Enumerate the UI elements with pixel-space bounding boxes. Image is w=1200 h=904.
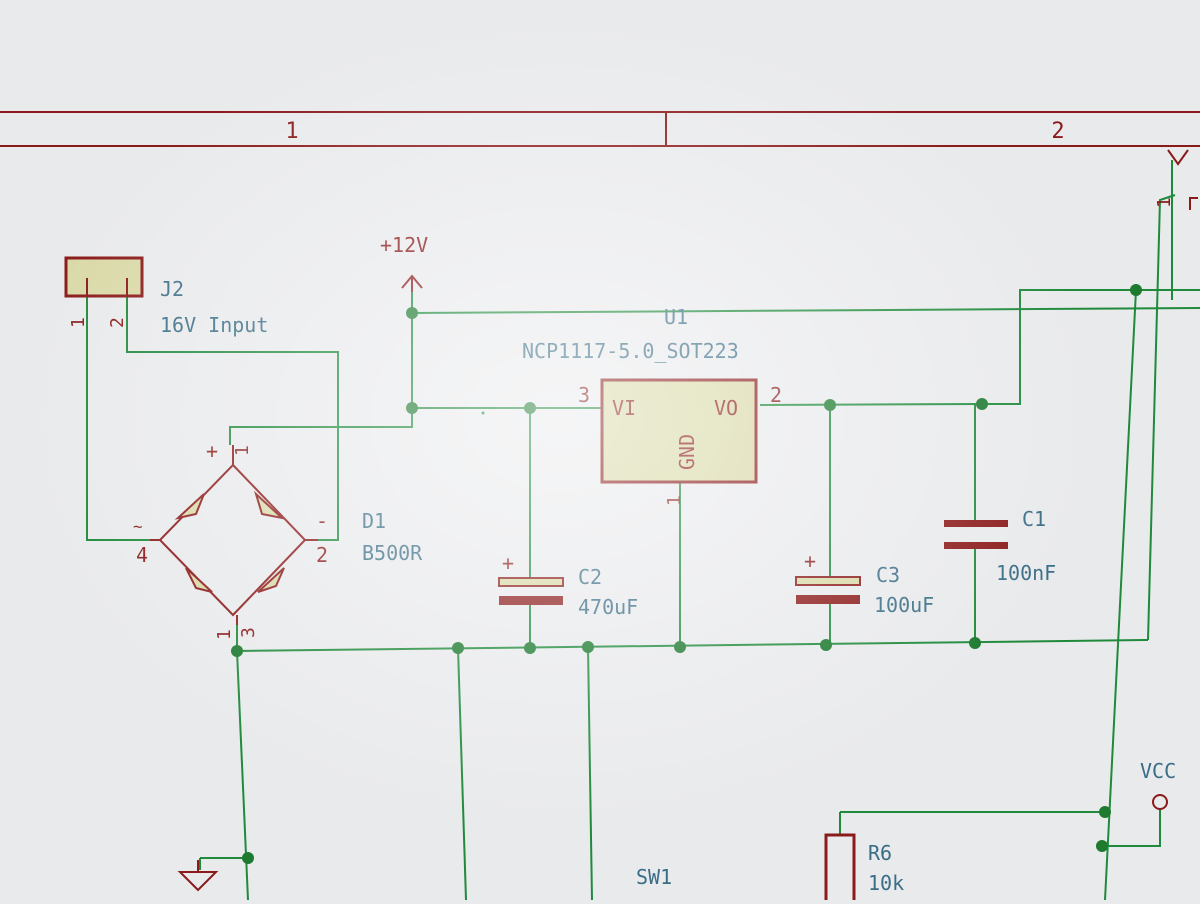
- capacitor-c1[interactable]: C1 100nF: [944, 507, 1056, 585]
- bridge-rectifier-d1[interactable]: + 1 - 2 ~ 4 1 3 D1 B500R: [133, 439, 423, 640]
- d1-value: B500R: [362, 541, 423, 565]
- junction-dot: [969, 637, 981, 649]
- connector-stub-right[interactable]: 1: [1154, 149, 1198, 210]
- junction-dot: [452, 642, 464, 654]
- u1-pin-gnd-label: GND: [675, 434, 699, 470]
- c2-value: 470uF: [578, 595, 638, 619]
- capacitor-c2[interactable]: + C2 470uF: [498, 551, 638, 619]
- diode-icon: [257, 567, 285, 593]
- junction-dot: [242, 852, 254, 864]
- diode-icon: [174, 493, 205, 520]
- switch-sw1[interactable]: SW1: [636, 865, 672, 889]
- d1-pin1-bottom-number: 1: [214, 629, 235, 640]
- d1-pin3-number: 3: [238, 627, 259, 638]
- junction-dot: [524, 402, 536, 414]
- ground-icon[interactable]: [177, 860, 219, 892]
- junction-dot: [406, 402, 418, 414]
- frame-zone-2: 2: [1051, 119, 1064, 144]
- connector-j2[interactable]: 1 2 J2 16V Input: [64, 256, 268, 337]
- sw1-reference: SW1: [636, 865, 672, 889]
- d1-pin1-number: 1: [232, 445, 253, 456]
- junction-dot: [1096, 840, 1108, 852]
- u1-value: NCP1117-5.0_SOT223: [522, 339, 739, 363]
- j2-reference: J2: [160, 277, 184, 301]
- junction-dot: [1130, 284, 1142, 296]
- d1-plus-label: +: [206, 439, 218, 463]
- junction-dot: [824, 399, 836, 411]
- power-label-12v: +12V: [380, 233, 428, 257]
- diode-icon: [253, 490, 286, 520]
- u1-pin3-number: 3: [578, 383, 590, 407]
- junction-dot: [976, 398, 988, 410]
- u1-pin-vi-label: VI: [612, 396, 636, 420]
- power-label-vcc: VCC: [1140, 759, 1176, 783]
- u1-pin-vo-label: VO: [714, 396, 738, 420]
- r6-reference: R6: [868, 841, 892, 865]
- right-conn-pin1-number: 1: [1154, 197, 1175, 208]
- c3-reference: C3: [876, 563, 900, 587]
- d1-reference: D1: [362, 509, 386, 533]
- c3-value: 100uF: [874, 593, 934, 617]
- regulator-u1[interactable]: U1 NCP1117-5.0_SOT223 VI VO GND 3 2 1: [522, 305, 782, 506]
- d1-pin4-number: 4: [136, 543, 148, 567]
- u1-reference: U1: [664, 305, 688, 329]
- frame-zone-1: 1: [285, 119, 298, 144]
- d1-pin2-number: 2: [316, 543, 328, 567]
- u1-pin1-number: 1: [664, 495, 685, 506]
- junction-dot: [582, 641, 594, 653]
- j2-value: 16V Input: [160, 313, 268, 337]
- c1-reference: C1: [1022, 507, 1046, 531]
- c2-reference: C2: [578, 565, 602, 589]
- power-symbol-vcc[interactable]: VCC: [1140, 759, 1176, 810]
- d1-minus-label: -: [316, 509, 328, 533]
- junction-dot: [231, 645, 243, 657]
- r6-value: 10k: [868, 871, 904, 895]
- junction-dot: [674, 641, 686, 653]
- diode-icon: [185, 567, 213, 593]
- resistor-r6[interactable]: R6 10k: [824, 833, 904, 904]
- junction-dot: [524, 642, 536, 654]
- power-symbol-12v[interactable]: +12V: [380, 233, 428, 292]
- c1-value: 100nF: [996, 561, 1056, 585]
- c3-plus-mark: +: [804, 549, 816, 573]
- u1-pin2-number: 2: [770, 383, 782, 407]
- sheet-frame: 1 2: [0, 111, 1200, 147]
- j2-pin1-number: 1: [68, 317, 89, 328]
- capacitor-c3[interactable]: + C3 100uF: [795, 549, 934, 617]
- junction-dot: [406, 307, 418, 319]
- junction-dot: [820, 639, 832, 651]
- d1-pin4-mark: ~: [133, 517, 143, 536]
- cursor-marker: [481, 411, 485, 415]
- junction-dot: [1099, 806, 1111, 818]
- j2-pin2-number: 2: [107, 317, 128, 328]
- c2-plus-mark: +: [502, 551, 514, 575]
